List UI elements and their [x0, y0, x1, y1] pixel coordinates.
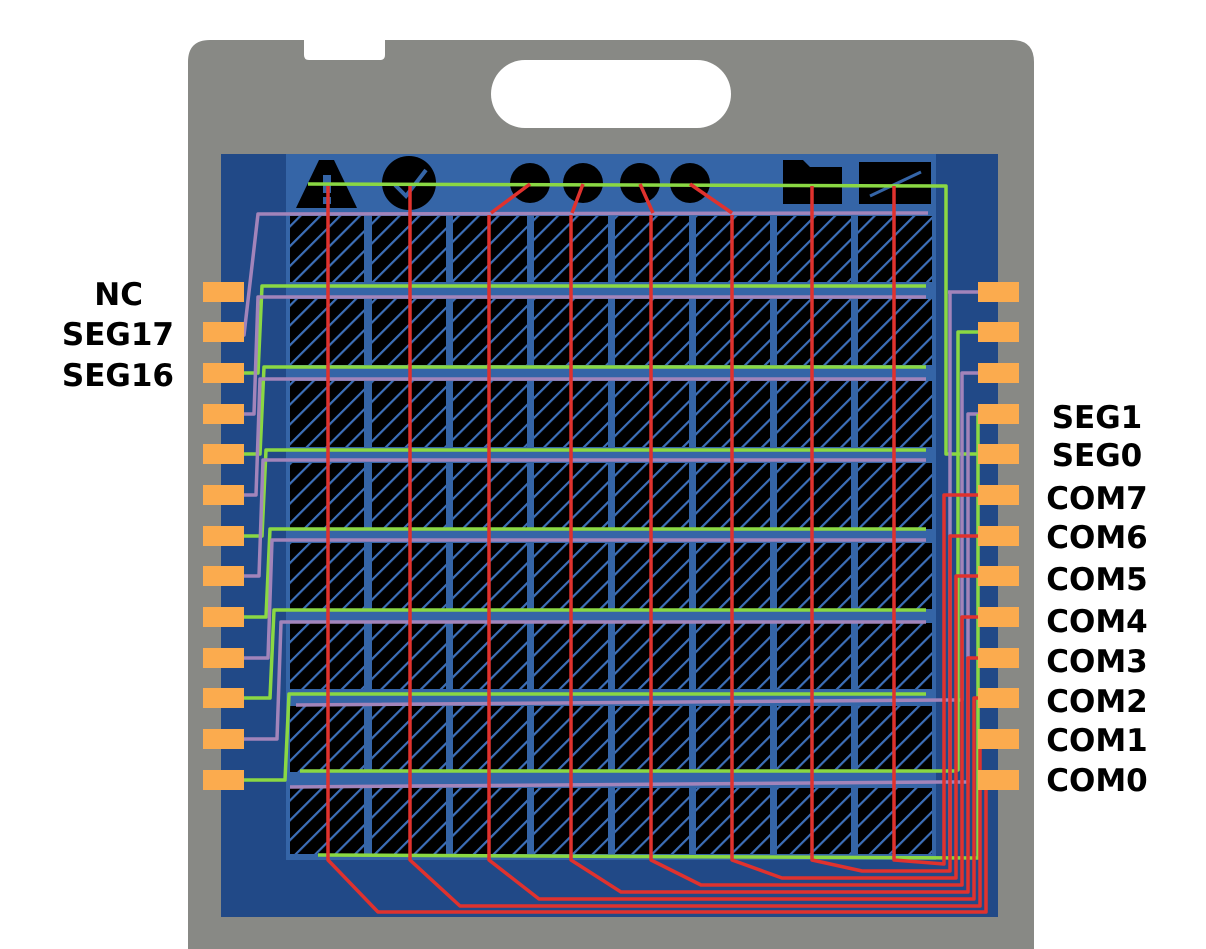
segment-cell — [777, 543, 851, 609]
left-pin — [203, 526, 244, 546]
trace-line — [487, 215, 992, 901]
right-pin — [978, 363, 1019, 383]
right-pin — [978, 485, 1019, 505]
left-pin-labels: NC SEG17 SEG16 — [62, 277, 174, 394]
trace-line — [730, 215, 992, 880]
right-pin — [978, 282, 1019, 302]
folder-icon — [783, 160, 842, 204]
trace-line — [569, 215, 992, 894]
label-nc: NC — [94, 277, 143, 313]
segment-cell — [777, 788, 851, 854]
label-com2: COM2 — [1046, 684, 1148, 720]
right-pin — [978, 404, 1019, 424]
left-pin — [203, 729, 244, 749]
right-pin — [978, 444, 1019, 464]
left-pin — [203, 485, 244, 505]
label-seg1: SEG1 — [1052, 400, 1143, 436]
dot-icon — [620, 163, 660, 203]
trace-line — [570, 183, 585, 214]
right-pin — [978, 688, 1019, 708]
mounting-slot — [491, 60, 731, 128]
right-pin — [978, 566, 1019, 586]
segment-cell — [777, 706, 851, 772]
trace-line — [300, 330, 990, 773]
label-seg17: SEG17 — [62, 317, 174, 353]
left-pin — [203, 770, 244, 790]
left-pin — [203, 444, 244, 464]
label-com6: COM6 — [1046, 520, 1148, 556]
trace-line — [638, 183, 655, 214]
trace-line — [810, 186, 992, 873]
left-pin — [203, 282, 244, 302]
trace-line — [317, 414, 980, 860]
label-com0: COM0 — [1046, 763, 1148, 799]
left-pin — [203, 607, 244, 627]
dot-icon — [563, 163, 603, 203]
icon-row — [296, 156, 931, 210]
label-com1: COM1 — [1046, 723, 1148, 759]
label-seg16: SEG16 — [62, 358, 174, 394]
label-seg0: SEG0 — [1052, 438, 1143, 474]
segment-cell — [777, 381, 851, 447]
right-pin — [978, 607, 1019, 627]
right-pin — [978, 526, 1019, 546]
right-pin — [978, 729, 1019, 749]
trace-line — [489, 182, 532, 215]
right-pin-labels: SEG1 SEG0 COM7 COM6 COM5 COM4 COM3 COM2 … — [1046, 400, 1148, 799]
label-com5: COM5 — [1046, 562, 1148, 598]
segment-cell — [777, 463, 851, 529]
right-pin — [978, 648, 1019, 668]
trace-line — [222, 538, 926, 660]
left-pin — [203, 404, 244, 424]
label-com7: COM7 — [1046, 481, 1148, 517]
right-pin — [978, 770, 1019, 790]
left-pin — [203, 648, 244, 668]
battery-icon — [859, 162, 931, 204]
trace-line — [222, 608, 926, 700]
traces — [222, 182, 992, 914]
left-pin — [203, 322, 244, 342]
label-com3: COM3 — [1046, 644, 1148, 680]
segment-cell — [777, 299, 851, 365]
trace-line — [892, 186, 992, 866]
trace-line — [649, 215, 992, 887]
trace-line — [222, 620, 926, 741]
right-pin — [978, 322, 1019, 342]
segment-cell — [777, 623, 851, 689]
dot-icon — [670, 163, 710, 203]
trace-line — [222, 692, 926, 782]
left-pin — [203, 566, 244, 586]
trace-line — [689, 182, 733, 215]
label-com4: COM4 — [1046, 604, 1148, 640]
left-pin — [203, 688, 244, 708]
left-pin — [203, 363, 244, 383]
segment-cell — [777, 216, 851, 282]
pins — [203, 282, 1019, 790]
